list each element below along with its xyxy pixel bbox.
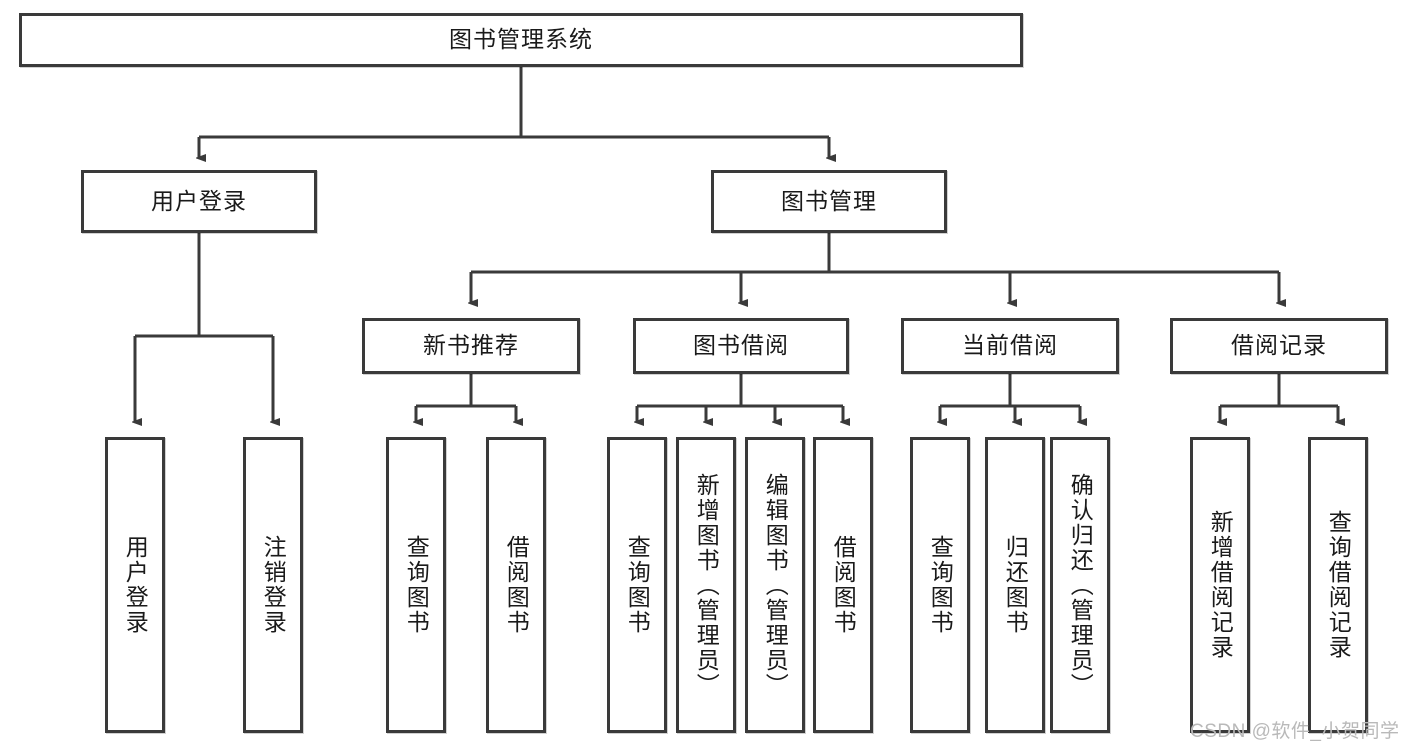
node-leaf-borrow-book-rec[interactable]: 借阅图书 <box>486 437 546 733</box>
node-leaf-return-book-label: 归还图书 <box>1002 535 1029 635</box>
node-leaf-add-borrow-record[interactable]: 新增借阅记录 <box>1190 437 1250 733</box>
node-user-login-label: 用户登录 <box>151 187 247 214</box>
node-leaf-user-login[interactable]: 用户登录 <box>105 437 165 733</box>
node-leaf-query-book-borrow-label: 查询图书 <box>624 535 651 635</box>
node-current-borrow-label: 当前借阅 <box>962 332 1058 359</box>
node-borrow-record[interactable]: 借阅记录 <box>1170 318 1388 374</box>
node-leaf-user-login-label: 用户登录 <box>122 535 149 635</box>
node-book-manage[interactable]: 图书管理 <box>711 170 947 233</box>
node-leaf-borrow-book-rec-label: 借阅图书 <box>503 535 530 635</box>
node-book-borrow[interactable]: 图书借阅 <box>633 318 849 374</box>
node-borrow-record-label: 借阅记录 <box>1231 332 1327 359</box>
node-leaf-return-book[interactable]: 归还图书 <box>985 437 1045 733</box>
node-leaf-query-book-cur[interactable]: 查询图书 <box>910 437 970 733</box>
node-book-manage-label: 图书管理 <box>781 187 877 214</box>
node-leaf-add-book-admin[interactable]: 新增图书（管理员） <box>676 437 736 733</box>
node-leaf-confirm-return-admin[interactable]: 确认归还（管理员） <box>1050 437 1110 733</box>
node-leaf-user-logout-label: 注销登录 <box>260 535 287 635</box>
node-leaf-query-book-borrow[interactable]: 查询图书 <box>607 437 667 733</box>
node-leaf-query-book-cur-label: 查询图书 <box>927 535 954 635</box>
node-book-borrow-label: 图书借阅 <box>693 332 789 359</box>
node-leaf-query-book-rec-label: 查询图书 <box>403 535 430 635</box>
csdn-watermark: CSDN @软件_小贺同学 <box>1190 721 1400 742</box>
node-leaf-query-borrow-record[interactable]: 查询借阅记录 <box>1308 437 1368 733</box>
node-leaf-query-borrow-record-label: 查询借阅记录 <box>1325 510 1352 660</box>
node-leaf-add-borrow-record-label: 新增借阅记录 <box>1207 510 1234 660</box>
node-leaf-confirm-return-admin-label: 确认归还（管理员） <box>1067 472 1094 698</box>
node-leaf-query-book-rec[interactable]: 查询图书 <box>386 437 446 733</box>
node-leaf-edit-book-admin[interactable]: 编辑图书（管理员） <box>745 437 805 733</box>
node-new-book-recommend[interactable]: 新书推荐 <box>362 318 580 374</box>
node-user-login[interactable]: 用户登录 <box>81 170 317 233</box>
node-leaf-user-logout[interactable]: 注销登录 <box>243 437 303 733</box>
node-leaf-add-book-admin-label: 新增图书（管理员） <box>693 472 720 698</box>
node-leaf-borrow-book[interactable]: 借阅图书 <box>813 437 873 733</box>
node-root[interactable]: 图书管理系统 <box>19 13 1023 67</box>
node-leaf-edit-book-admin-label: 编辑图书（管理员） <box>762 472 789 698</box>
node-new-book-recommend-label: 新书推荐 <box>423 332 519 359</box>
node-leaf-borrow-book-label: 借阅图书 <box>830 535 857 635</box>
node-root-label: 图书管理系统 <box>449 26 593 53</box>
node-current-borrow[interactable]: 当前借阅 <box>901 318 1119 374</box>
